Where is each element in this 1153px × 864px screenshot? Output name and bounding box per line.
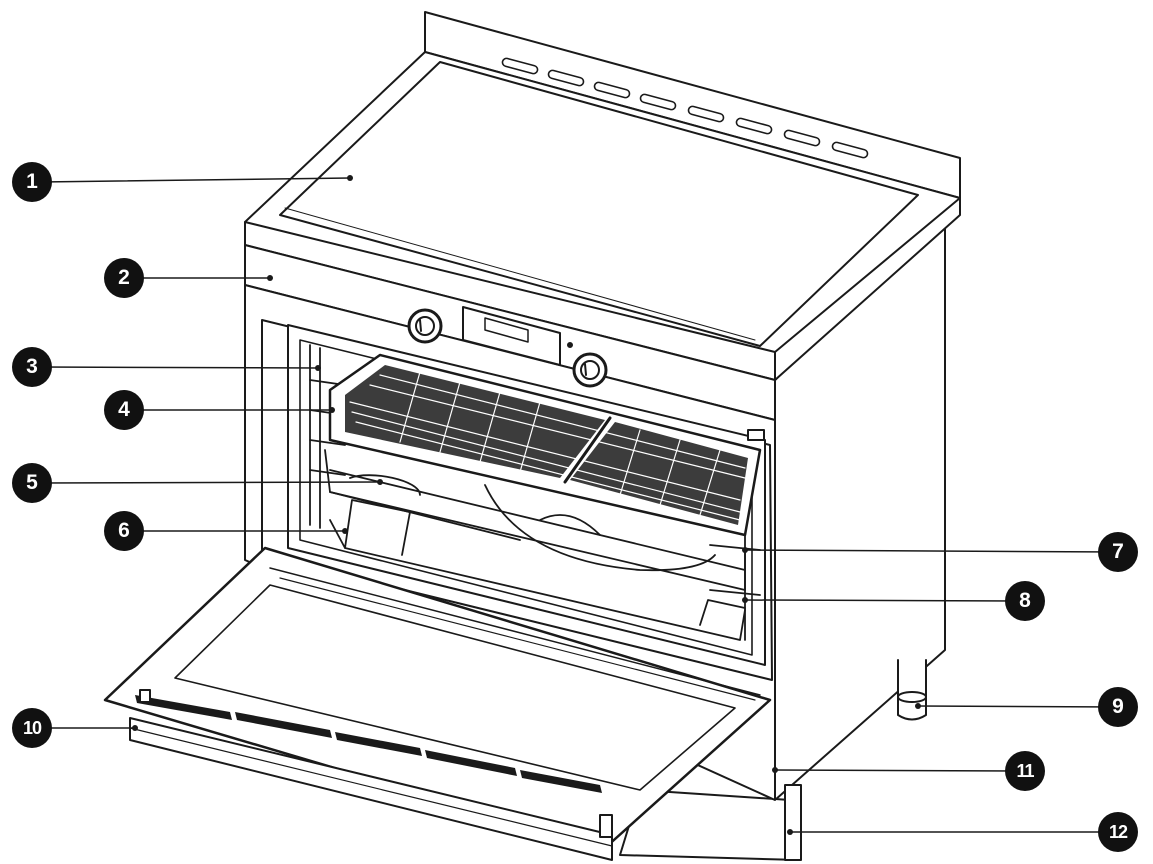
leader-anchors bbox=[132, 175, 921, 835]
control-knobs bbox=[407, 308, 608, 388]
back-vents bbox=[501, 57, 869, 159]
callout-11: 11 bbox=[1005, 751, 1045, 791]
front-foot bbox=[784, 784, 802, 861]
callout-12: 12 bbox=[1098, 812, 1138, 852]
callout-3: 3 bbox=[12, 347, 52, 387]
grill-shelf bbox=[328, 353, 762, 537]
callout-4: 4 bbox=[104, 390, 144, 430]
display-panel bbox=[462, 306, 573, 366]
callout-5: 5 bbox=[12, 463, 52, 503]
hob-top bbox=[244, 11, 961, 381]
callout-10: 10 bbox=[12, 708, 52, 748]
callout-2: 2 bbox=[104, 258, 144, 298]
callout-7: 7 bbox=[1098, 532, 1138, 572]
leader-lines bbox=[39, 177, 1121, 833]
callout-9: 9 bbox=[1098, 687, 1138, 727]
baking-tray bbox=[329, 499, 746, 641]
rear-foot bbox=[897, 659, 927, 721]
lower-shelf bbox=[324, 449, 746, 591]
oven-door bbox=[103, 546, 772, 861]
callout-8: 8 bbox=[1005, 581, 1045, 621]
callout-1: 1 bbox=[12, 162, 52, 202]
callout-6: 6 bbox=[104, 511, 144, 551]
